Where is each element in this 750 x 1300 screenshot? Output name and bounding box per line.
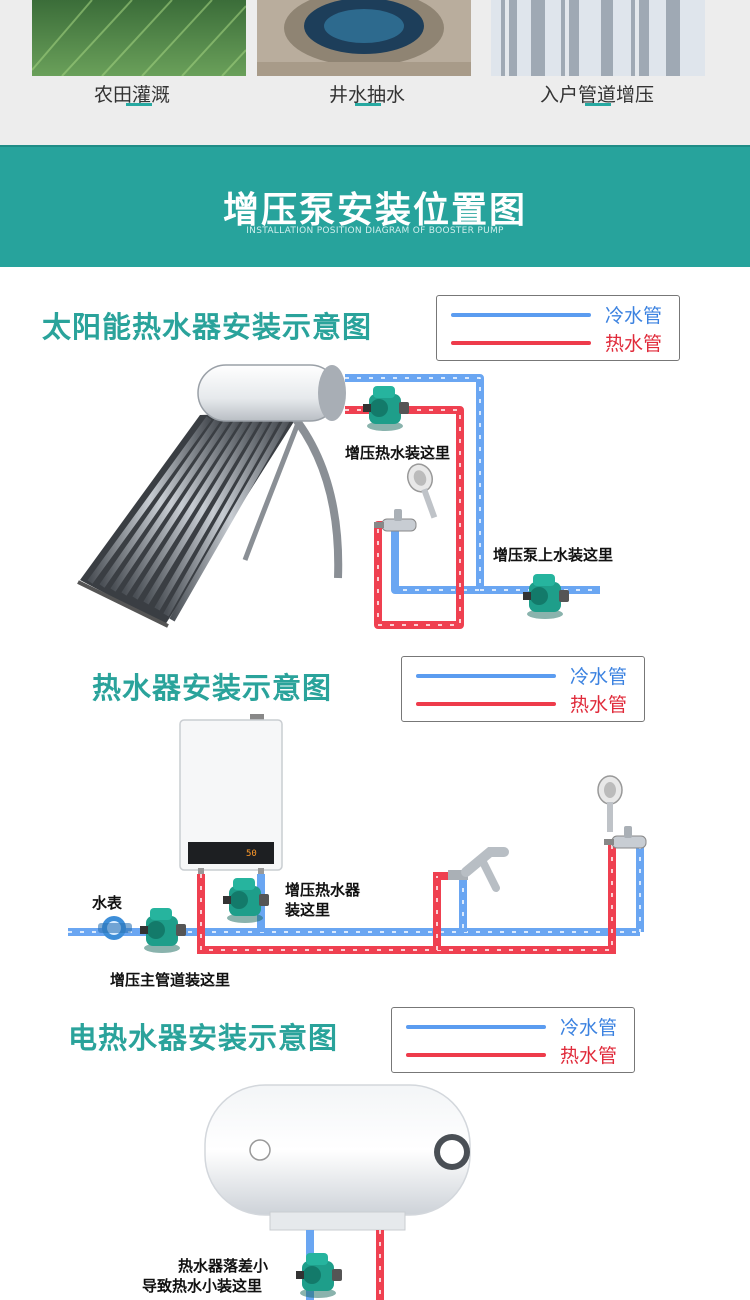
application-label-farmland: 农田灌溉 <box>93 84 170 106</box>
well-photo <box>257 0 471 76</box>
banner-title: 增压泵安装位置图 <box>222 190 527 231</box>
callout-gas-heater-line2: 装这里 <box>285 901 331 919</box>
electric-heater-illustration <box>204 1084 471 1231</box>
booster-pump-icon <box>140 908 186 953</box>
callout-electric-line2: 导致热水小装这里 <box>142 1277 263 1295</box>
hot-pipe-label: 热水管 <box>560 1045 618 1067</box>
callout-gas-heater-line1: 增压热水器 <box>285 881 361 899</box>
solar-heater-illustration <box>77 364 346 628</box>
hot-pipe-label: 热水管 <box>605 333 663 355</box>
cold-pipe-label: 冷水管 <box>570 666 628 688</box>
label-underline <box>126 103 152 106</box>
callout-solar-hot: 增压热水装这里 <box>345 444 451 462</box>
legend-solar: 冷水管 热水管 <box>436 295 680 361</box>
callout-main-pipe: 增压主管道装这里 <box>110 971 231 989</box>
application-strip: 农田灌溉 井水抽水 入户管道增压 <box>0 0 750 145</box>
mixer-valve-icon <box>373 508 417 532</box>
cold-pipe-swatch <box>406 1025 546 1029</box>
cold-pipe-label: 冷水管 <box>605 305 663 327</box>
application-label-well: 井水抽水 <box>328 84 405 106</box>
booster-pump-icon <box>523 574 569 619</box>
gas-section-title: 热水器安装示意图 <box>92 671 333 705</box>
farmland-photo <box>32 0 246 76</box>
solar-section-title: 太阳能热水器安装示意图 <box>42 310 373 344</box>
electric-section-title: 电热水器安装示意图 <box>68 1021 339 1055</box>
hot-pipe-label: 热水管 <box>570 694 628 716</box>
faucet-icon <box>448 847 509 892</box>
banner-subtitle: INSTALLATION POSITION DIAGRAM OF BOOSTER… <box>246 226 504 236</box>
label-underline <box>585 103 611 106</box>
cold-pipe-label: 冷水管 <box>560 1017 618 1039</box>
gas-heater-illustration <box>179 714 283 876</box>
legend-gas: 冷水管 热水管 <box>401 656 645 722</box>
callout-electric-line1: 热水器落差小 <box>178 1257 269 1275</box>
hot-pipe-swatch <box>416 702 556 706</box>
label-underline <box>355 103 381 106</box>
pipes-photo <box>491 0 705 76</box>
section-banner <box>0 145 750 267</box>
hot-pipe-swatch <box>451 341 591 345</box>
water-meter-icon <box>98 916 132 940</box>
shower-head-icon <box>403 459 447 523</box>
booster-pump-icon <box>363 386 409 431</box>
shower-head-icon <box>597 775 623 833</box>
application-label-pipes: 入户管道增压 <box>539 84 654 106</box>
cold-pipe-swatch <box>451 313 591 317</box>
callout-solar-top: 增压泵上水装这里 <box>493 546 614 564</box>
water-meter-label: 水表 <box>92 894 123 912</box>
hot-pipe-swatch <box>406 1053 546 1057</box>
heater-display: 50 <box>246 849 257 859</box>
booster-pump-icon <box>296 1253 342 1298</box>
banner-divider <box>0 145 750 147</box>
cold-pipe-swatch <box>416 674 556 678</box>
legend-electric: 冷水管 热水管 <box>391 1007 635 1073</box>
